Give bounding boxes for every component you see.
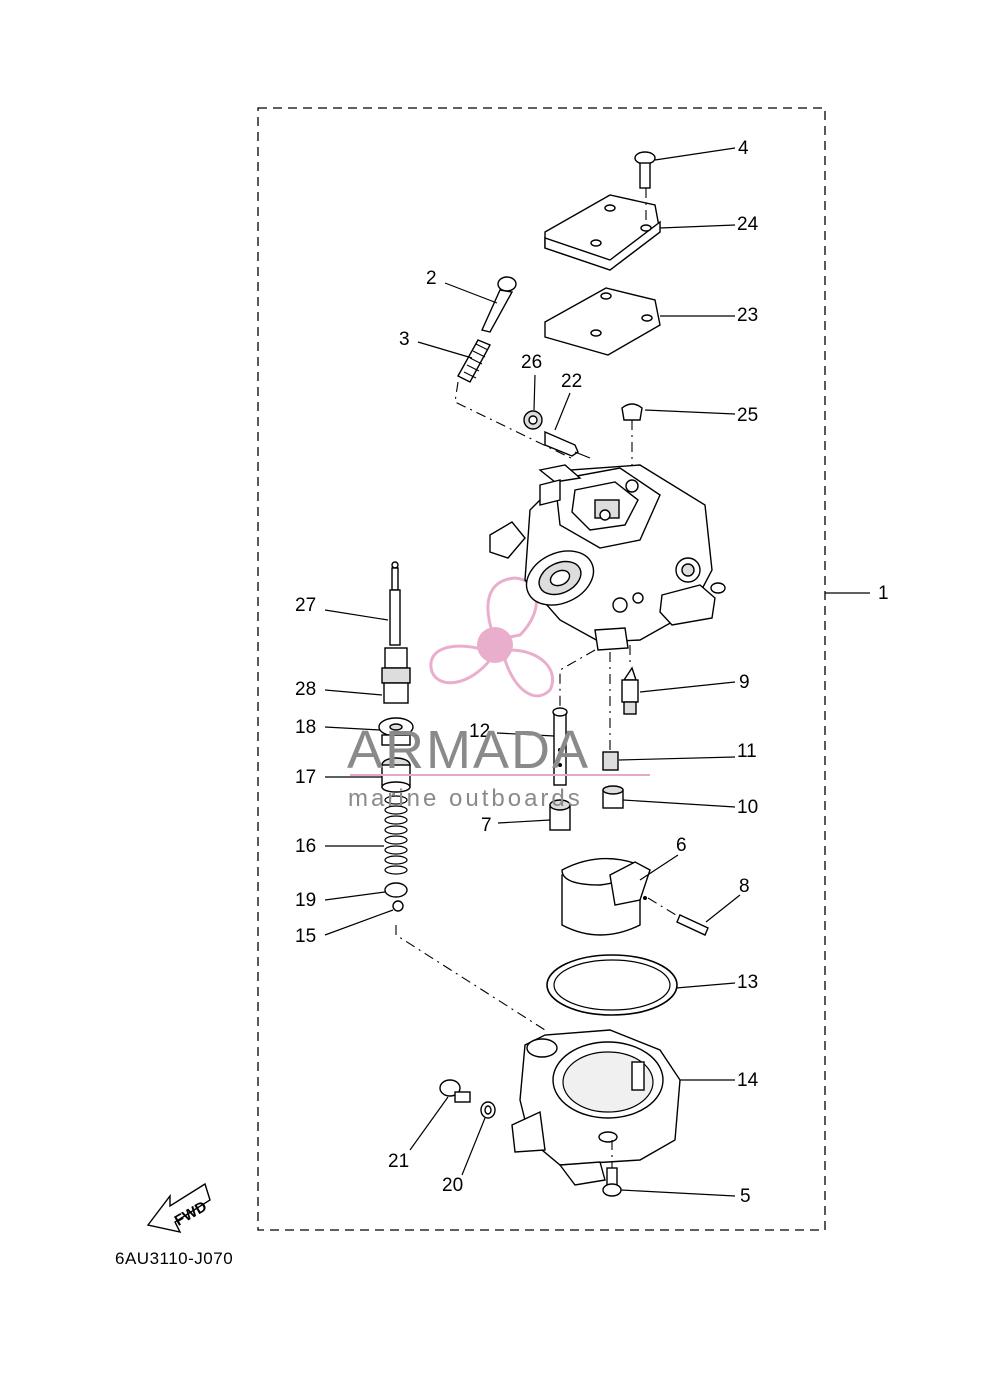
watermark-tagline: marine outboards [348,785,583,812]
needle-22 [544,430,591,459]
plunger-rod-27 [389,561,401,646]
main-nozzle-12 [552,707,568,786]
callout-2: 2 [426,268,437,289]
callout-labels: 1 2 3 4 5 6 7 8 9 10 11 12 13 14 15 16 1… [295,138,889,1207]
cover-plate-24 [544,194,661,271]
gasket-ring-13 [546,954,678,1016]
callout-21: 21 [388,1151,409,1172]
callout-15: 15 [295,926,316,947]
callout-25: 25 [737,405,758,426]
float-pin-8 [647,897,709,936]
carburetor-body-1 [489,464,870,651]
callout-5: 5 [740,1186,751,1207]
spring-3 [454,339,576,461]
o-ring-19 [384,882,408,898]
washer-20 [480,1101,496,1119]
float-6 [561,857,651,936]
callout-9: 9 [739,672,750,693]
watermark-logo [429,576,554,698]
cap-26 [523,410,543,430]
ball-15 [392,900,404,912]
callout-16: 16 [295,836,316,857]
callout-24: 24 [737,214,759,235]
callout-4: 4 [738,138,749,159]
washer-18 [378,717,414,746]
jet-holder-10 [602,785,624,809]
leader-lines [324,147,741,1197]
jet-11 [602,751,619,771]
callout-18: 18 [295,717,316,738]
screw-21 [439,1079,471,1103]
callout-20: 20 [442,1175,463,1196]
callout-28: 28 [295,679,316,700]
float-bowl-14 [511,1029,681,1186]
callout-1: 1 [878,583,889,604]
screw-4 [634,151,656,225]
plug-25 [621,403,643,475]
callout-17: 17 [295,767,316,788]
callout-22: 22 [561,371,582,392]
drawing-code: 6AU3110-J070 [115,1249,233,1268]
callout-8: 8 [739,876,750,897]
callout-11: 11 [737,741,757,762]
forward-arrow-icon: FWD [146,1182,211,1233]
plunger-28 [381,647,411,704]
callout-12: 12 [469,721,490,742]
callout-23: 23 [737,305,758,326]
callout-10: 10 [737,797,758,818]
callout-13: 13 [737,972,758,993]
gasket-23 [544,287,661,356]
callout-7: 7 [481,815,492,836]
plug-7 [549,799,571,831]
callout-27: 27 [295,595,316,616]
spring-16 [384,795,408,875]
callout-3: 3 [399,329,410,350]
callout-14: 14 [737,1070,759,1091]
callout-26: 26 [521,352,542,373]
assembly-boundary [257,107,826,1231]
callout-6: 6 [676,835,687,856]
logo-hub [477,627,513,663]
callout-19: 19 [295,890,316,911]
needle-valve-9 [621,666,639,715]
pilot-screw-2 [481,276,517,333]
watermark-brand: ARMADA [347,720,590,780]
